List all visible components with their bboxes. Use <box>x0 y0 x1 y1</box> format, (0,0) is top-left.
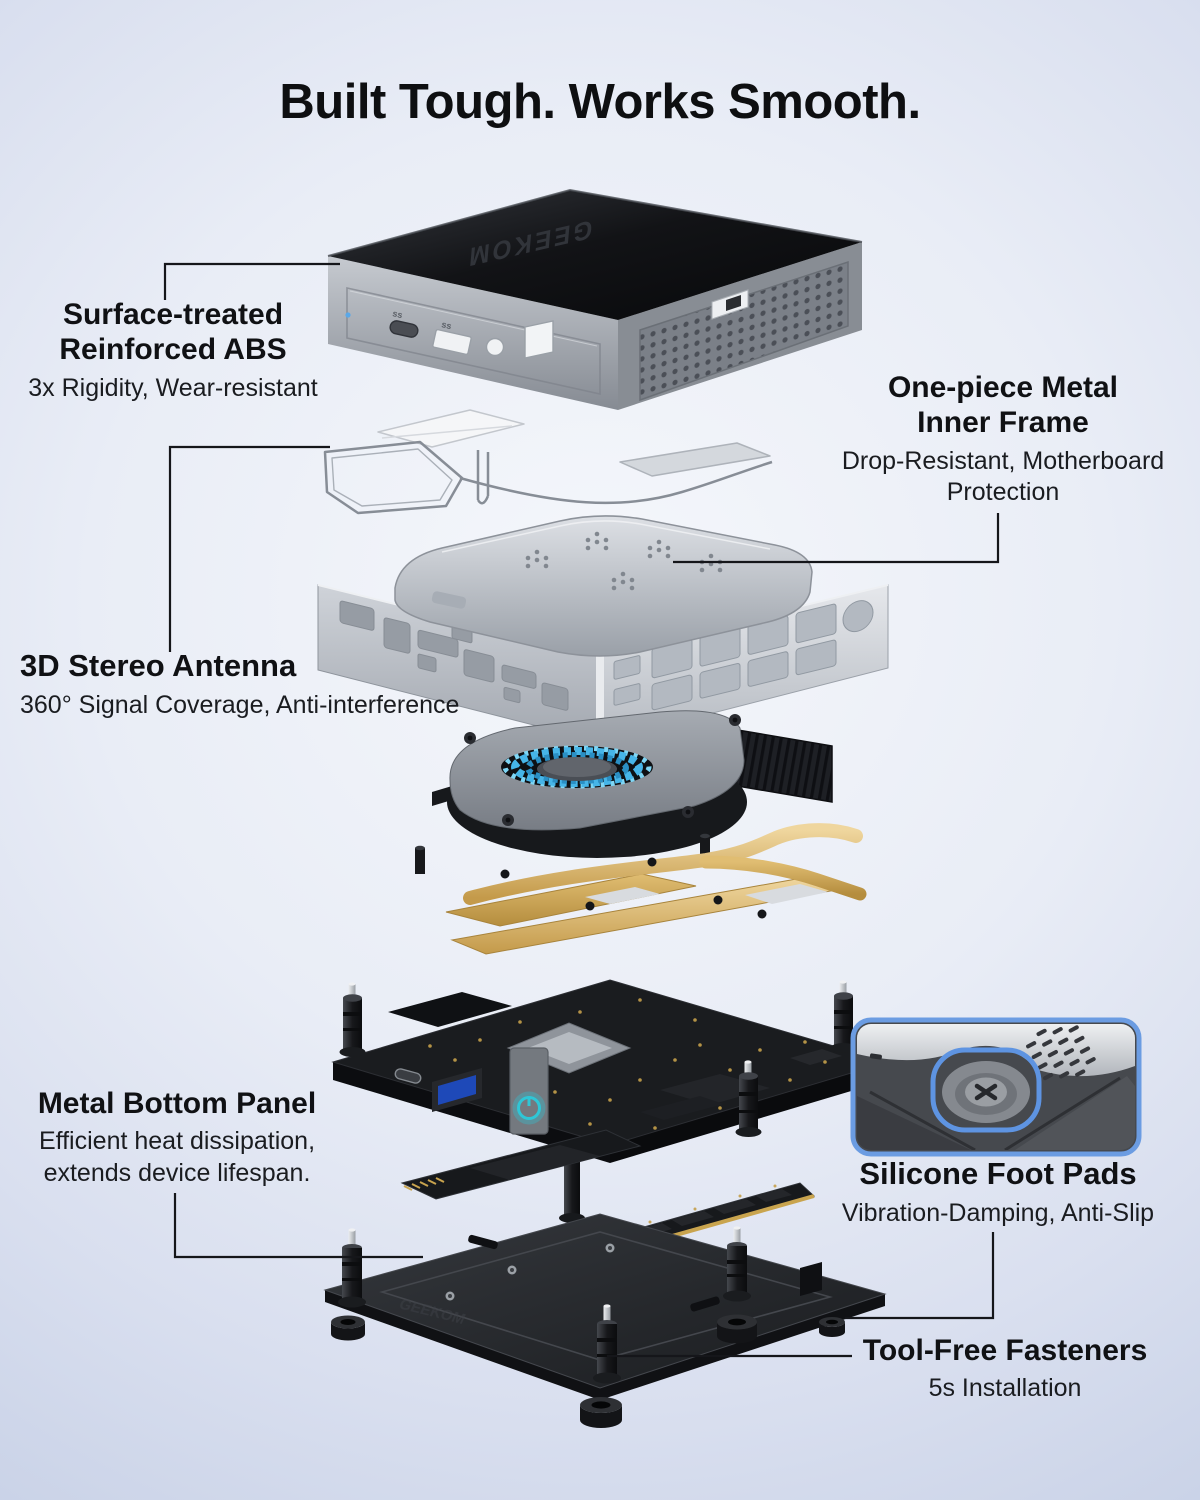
bottom-panel-layer: GEEKOM <box>323 1213 887 1428</box>
bottom-panel-title: Metal Bottom Panel <box>37 1087 317 1120</box>
foot-pad <box>819 1317 845 1337</box>
usb-c-port <box>389 320 419 338</box>
mount-bracket-2 <box>745 884 828 904</box>
foot-pad <box>331 1315 365 1341</box>
foot-pad <box>580 1397 622 1428</box>
fan-layer <box>432 710 833 858</box>
plate-plateau <box>379 1231 833 1361</box>
callout-line-foot-pads <box>845 1232 995 1320</box>
inner-frame-annotation: One-piece Metal Inner Frame Drop-Resista… <box>838 370 1168 509</box>
fan-screws <box>464 714 741 826</box>
usb-a-port <box>432 329 472 355</box>
foot-pads-annotation: Silicone Foot Pads Vibration-Damping, An… <box>826 1156 1170 1229</box>
fastener-posts <box>338 1226 751 1384</box>
mount-bracket <box>585 887 660 904</box>
abs-title: Surface-treated Reinforced ABS <box>59 298 287 367</box>
fasteners-annotation: Tool-Free Fasteners 5s Installation <box>840 1333 1170 1405</box>
antenna-long-wire <box>459 460 773 505</box>
bottom-panel-annotation: Metal Bottom Panel Efficient heat dissip… <box>12 1086 342 1189</box>
heat-pipe-fork-lower <box>699 855 867 901</box>
frame-top-plate <box>394 515 813 657</box>
foot-pads <box>331 1314 845 1428</box>
foot-pads-subtitle: Vibration-Damping, Anti-Slip <box>841 1198 1155 1227</box>
inset-panel-edge <box>857 1024 1135 1077</box>
abs-subtitle: 3x Rigidity, Wear-resistant <box>28 373 318 402</box>
antenna-subtitle: 360° Signal Coverage, Anti-interference <box>20 690 460 719</box>
standoff-pegs <box>415 833 710 874</box>
inner-frame-subtitle: Drop-Resistant, Motherboard Protection <box>841 446 1165 507</box>
screw-post <box>593 1304 621 1384</box>
inner-frame-title: One-piece Metal Inner Frame <box>887 371 1119 440</box>
highlight-ring <box>930 1047 1042 1133</box>
fan-blades <box>502 745 652 789</box>
callout-line-antenna <box>168 445 330 652</box>
usb-a-speed-label: ss <box>441 319 453 331</box>
ssd-gold-pins <box>403 1177 445 1191</box>
mb-usb-c-port <box>394 1068 422 1084</box>
antenna-annotation: 3D Stereo Antenna 360° Signal Coverage, … <box>20 648 510 721</box>
antenna-title: 3D Stereo Antenna <box>20 648 297 683</box>
inner-frame-layer <box>317 515 889 743</box>
inset-foot-pad <box>930 1047 1042 1133</box>
frame-right-windows <box>613 600 874 711</box>
plate-studs <box>445 1243 615 1301</box>
plate-slot <box>431 591 467 609</box>
bottom-panel-subtitle: Efficient heat dissipation, extends devi… <box>38 1127 316 1187</box>
page-title: Built Tough. Works Smooth. <box>279 75 921 129</box>
power-button <box>485 337 505 357</box>
ssd-module <box>400 1129 642 1223</box>
foot-pad-inset <box>850 1017 1142 1157</box>
antenna-wire-loop <box>323 440 464 515</box>
callout-line-abs <box>163 262 340 300</box>
callout-lines <box>163 262 1000 1358</box>
card-slot <box>524 320 554 359</box>
kensington-lock-slot <box>711 289 749 320</box>
front-ports: ss ss <box>345 308 554 359</box>
callout-line-inner-frame <box>673 513 1000 564</box>
bracket-screws <box>500 857 767 919</box>
mb-standoffs <box>339 980 857 1137</box>
pcb-components <box>428 998 827 1130</box>
usb-c-speed-label: ss <box>392 308 404 320</box>
antenna-layer <box>323 409 773 515</box>
abs-annotation: Surface-treated Reinforced ABS 3x Rigidi… <box>8 297 338 404</box>
power-led <box>345 312 351 318</box>
antenna-hook-wire <box>476 450 490 505</box>
inset-vent-holes <box>1026 1025 1096 1081</box>
foot-pad <box>717 1314 757 1344</box>
top-case: ss ss GEEKOM <box>327 188 863 410</box>
power-button-bracket <box>509 1047 549 1135</box>
screw-post <box>723 1226 751 1302</box>
screw-post <box>338 1228 366 1308</box>
phillips-screw <box>974 1083 998 1101</box>
heat-pipes-layer <box>415 823 867 955</box>
side-vent-grille <box>639 260 849 402</box>
heat-pipe-plate-short <box>445 873 697 927</box>
chip-block <box>388 992 512 1027</box>
foot-pads-title: Silicone Foot Pads <box>859 1156 1137 1191</box>
fasteners-subtitle: 5s Installation <box>928 1374 1082 1403</box>
fasteners-title: Tool-Free Fasteners <box>862 1334 1148 1367</box>
callout-line-bottom-panel <box>173 1193 423 1259</box>
antenna-plate-right <box>619 442 771 477</box>
motherboard-layer <box>331 979 890 1163</box>
antenna-plate-left <box>377 409 525 448</box>
mb-usb-a-port <box>432 1068 482 1112</box>
